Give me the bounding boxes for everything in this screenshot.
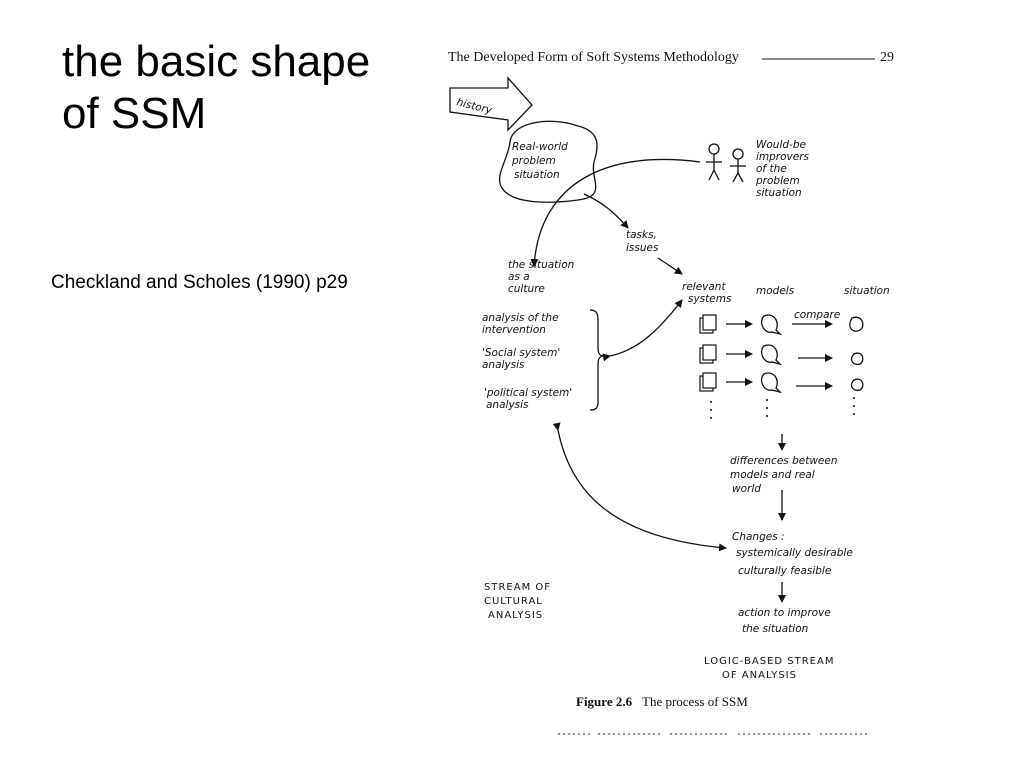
ssm-process-diagram: The Developed Form of Soft Systems Metho… <box>448 50 894 735</box>
stream-cultural-line-2: CULTURAL <box>484 596 543 607</box>
comparison-row-3 <box>699 372 864 394</box>
arrow-to-relevant-systems <box>657 257 683 275</box>
running-header: The Developed Form of Soft Systems Metho… <box>448 50 739 65</box>
differences-line-2: models and real <box>730 469 815 481</box>
political-system-line-1: 'political system' <box>484 387 572 399</box>
social-system-line-2: analysis <box>482 359 525 371</box>
figure-label: Figure 2.6 <box>576 694 633 709</box>
improvers-figures-icon <box>706 143 746 183</box>
culture-line-3: culture <box>508 283 545 295</box>
improvers-line-1: Would-be <box>756 139 806 151</box>
differences-line-3: world <box>732 483 761 495</box>
action-line-2: the situation <box>742 623 808 635</box>
comparison-row-2 <box>699 344 864 366</box>
citation-text: Checkland and Scholes (1990) p29 <box>51 272 348 293</box>
differences-line-1: differences between <box>730 455 838 467</box>
improvers-line-4: problem <box>755 175 800 187</box>
relevant-systems-line-1: relevant <box>682 281 726 293</box>
improvers-line-5: situation <box>756 187 802 199</box>
problem-situation-line-3: situation <box>514 169 560 181</box>
social-system-line-1: 'Social system' <box>482 347 560 359</box>
arrow-to-tasks <box>583 193 629 229</box>
slide-title-line-1: the basic shape <box>62 37 371 86</box>
history-arrow <box>449 76 533 132</box>
relevant-systems-line-2: systems <box>688 293 732 305</box>
changes-line-3: culturally feasible <box>738 565 831 577</box>
analysis-intervention-line-1: analysis of the <box>482 312 559 324</box>
stream-logic-line-2: OF ANALYSIS <box>722 670 797 681</box>
stream-logic-line-1: LOGIC-BASED STREAM <box>704 656 834 667</box>
improvers-line-2: improvers <box>756 151 810 163</box>
stream-cultural-line-1: STREAM OF <box>484 582 551 593</box>
stream-cultural-line-3: ANALYSIS <box>488 610 543 621</box>
analysis-intervention-line-2: intervention <box>482 324 546 336</box>
situation-header: situation <box>844 285 890 297</box>
problem-situation-line-1: Real-world <box>512 141 568 153</box>
arrow-to-culture <box>530 158 701 267</box>
slide-title: the basic shape of SSM <box>62 36 422 140</box>
culture-line-1: the situation <box>508 259 574 271</box>
page-number: 29 <box>880 50 894 65</box>
continuation-dots <box>710 397 855 419</box>
comparison-row-1 <box>699 314 864 336</box>
figure-caption: The process of SSM <box>642 694 748 709</box>
problem-situation-line-2: problem <box>511 155 556 167</box>
models-header: models <box>756 285 795 297</box>
problem-situation-cloud <box>498 120 598 203</box>
tasks-line-2: issues <box>626 242 659 254</box>
improvers-line-3: of the <box>756 163 787 175</box>
arrow-culture-changes <box>552 422 727 552</box>
tasks-line-1: tasks, <box>626 229 657 241</box>
arrow-analysis-relevant-systems <box>602 299 683 362</box>
compare-label: compare <box>794 309 840 321</box>
political-system-line-2: analysis <box>486 399 529 411</box>
changes-line-2: systemically desirable <box>736 547 853 559</box>
slide-title-line-2: of SSM <box>62 89 207 138</box>
analysis-brace <box>589 309 605 411</box>
changes-line-1: Changes : <box>732 531 785 543</box>
action-line-1: action to improve <box>738 607 831 619</box>
book-page-scan: The Developed Form of Soft Systems Metho… <box>430 30 910 750</box>
culture-line-2: as a <box>508 271 530 283</box>
